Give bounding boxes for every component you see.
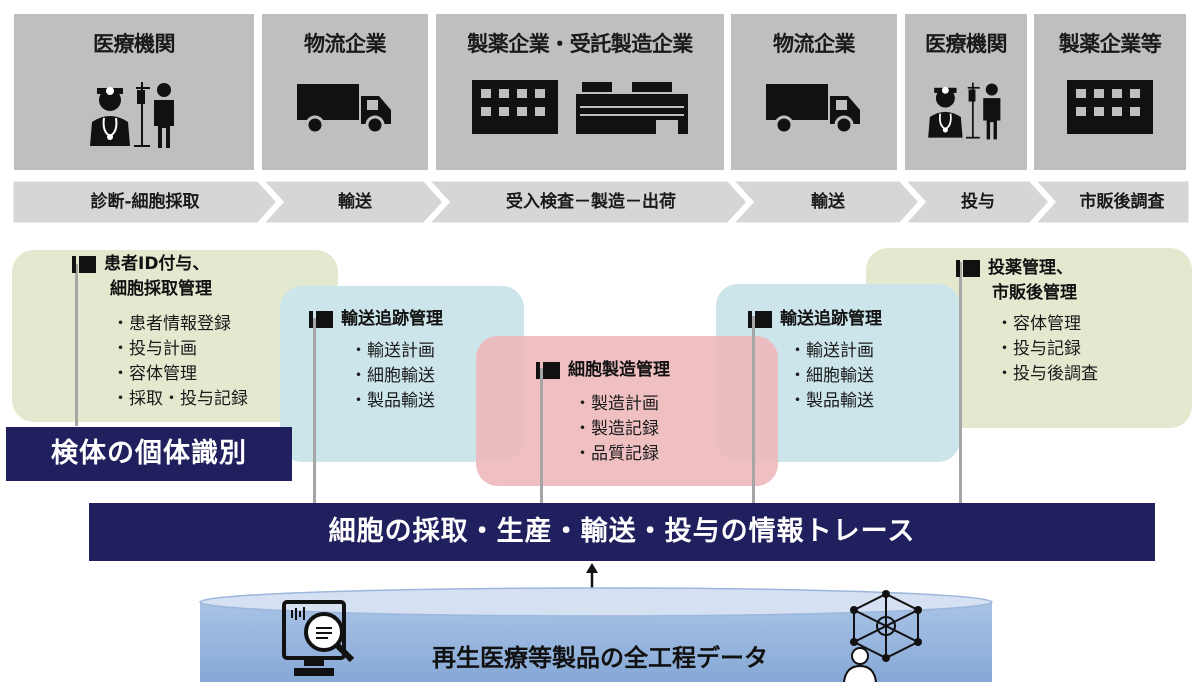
office-building-icon	[472, 80, 558, 134]
panel-title-line2: 細胞採取管理	[110, 279, 212, 299]
stage-box-logistics-1: 物流企業	[262, 14, 428, 170]
list-item: 投与記録	[996, 337, 1098, 362]
information-trace-bar: 細胞の採取・生産・輸送・投与の情報トレース	[89, 503, 1155, 561]
stage-title: 物流企業	[773, 32, 856, 56]
panel-title: 輸送追跡管理	[309, 307, 443, 331]
stage-box-pharma-manufacturing: 製薬企業・受託製造企業	[436, 14, 724, 170]
data-analysis-icon	[282, 600, 355, 676]
doctor-patient-icon	[90, 82, 174, 148]
item-list: 輸送計画 細胞輸送 製品輸送	[789, 339, 874, 414]
building-icon	[1067, 80, 1153, 134]
chevron-step-5	[900, 178, 1053, 226]
panel-title-line2: 市販後管理	[992, 283, 1077, 303]
step-label-transport-2: 輸送	[811, 192, 845, 212]
list-item: 輸送計画	[350, 339, 435, 364]
list-item: 細胞輸送	[789, 364, 874, 389]
list-item: 製品輸送	[350, 389, 435, 414]
bullet-mark-icon	[956, 256, 980, 280]
panel-title: 投薬管理、	[956, 256, 1073, 280]
chevron-step-2	[258, 178, 447, 226]
step-label-administration: 投与	[961, 192, 995, 212]
stage-box-medical-2: 医療機関	[905, 14, 1027, 170]
chevron-step-6	[1030, 178, 1192, 226]
connector-line	[313, 318, 316, 504]
bullet-mark-icon	[309, 307, 333, 331]
list-item: 患者情報登録	[112, 312, 248, 337]
stage-box-medical-1: 医療機関	[14, 14, 254, 170]
list-item: 製造記録	[574, 417, 659, 442]
network-person-icon	[843, 590, 922, 682]
item-list: 製造計画 製造記録 品質記録	[574, 392, 659, 467]
bullet-mark-icon	[72, 252, 96, 276]
step-label-manufacturing: 受入検査－製造－出荷	[506, 192, 676, 212]
stage-title: 製薬企業・受託製造企業	[467, 32, 693, 56]
list-item: 輸送計画	[789, 339, 874, 364]
item-list: 患者情報登録 投与計画 容体管理 採取・投与記録	[112, 312, 248, 412]
truck-icon	[297, 84, 391, 134]
doctor-patient-icon	[928, 82, 1001, 140]
list-item: 製品輸送	[789, 389, 874, 414]
chevron-step-1	[10, 178, 281, 226]
stage-box-pharma-post: 製薬企業等	[1034, 14, 1186, 170]
list-item: 容体管理	[112, 362, 248, 387]
truck-icon	[766, 84, 860, 134]
stage-title: 物流企業	[304, 32, 387, 56]
panel-title: 細胞製造管理	[536, 358, 670, 382]
panel-title: 輸送追跡管理	[748, 307, 882, 331]
list-item: 細胞輸送	[350, 364, 435, 389]
list-item: 採取・投与記録	[112, 387, 248, 412]
bullet-mark-icon	[536, 358, 560, 382]
panel-title: 患者ID付与、	[72, 252, 209, 276]
chevron-step-4	[728, 178, 923, 226]
specimen-identification-label: 検体の個体識別	[6, 427, 292, 481]
item-list: 輸送計画 細胞輸送 製品輸送	[350, 339, 435, 414]
bullet-mark-icon	[748, 307, 772, 331]
connector-line	[540, 368, 543, 504]
stage-title: 製薬企業等	[1058, 32, 1162, 56]
step-label-diagnosis: 診断-細胞採取	[90, 192, 200, 212]
stage-box-logistics-2: 物流企業	[731, 14, 897, 170]
list-item: 容体管理	[996, 312, 1098, 337]
process-flow	[10, 178, 1192, 226]
list-item: 投与計画	[112, 337, 248, 362]
connector-line	[75, 264, 78, 426]
stage-title: 医療機関	[925, 32, 1008, 56]
list-item: 品質記録	[574, 442, 659, 467]
connector-line	[752, 316, 755, 504]
item-list: 容体管理 投与記録 投与後調査	[996, 312, 1098, 387]
database-label: 再生医療等製品の全工程データ	[432, 644, 768, 672]
stage-title: 医療機関	[93, 32, 176, 56]
list-item: 投与後調査	[996, 362, 1098, 387]
chevron-step-3	[424, 178, 751, 226]
step-label-transport-1: 輸送	[338, 192, 372, 212]
connector-line	[959, 262, 962, 504]
step-label-post-market: 市販後調査	[1079, 192, 1165, 212]
list-item: 製造計画	[574, 392, 659, 417]
factory-icon	[576, 82, 688, 134]
